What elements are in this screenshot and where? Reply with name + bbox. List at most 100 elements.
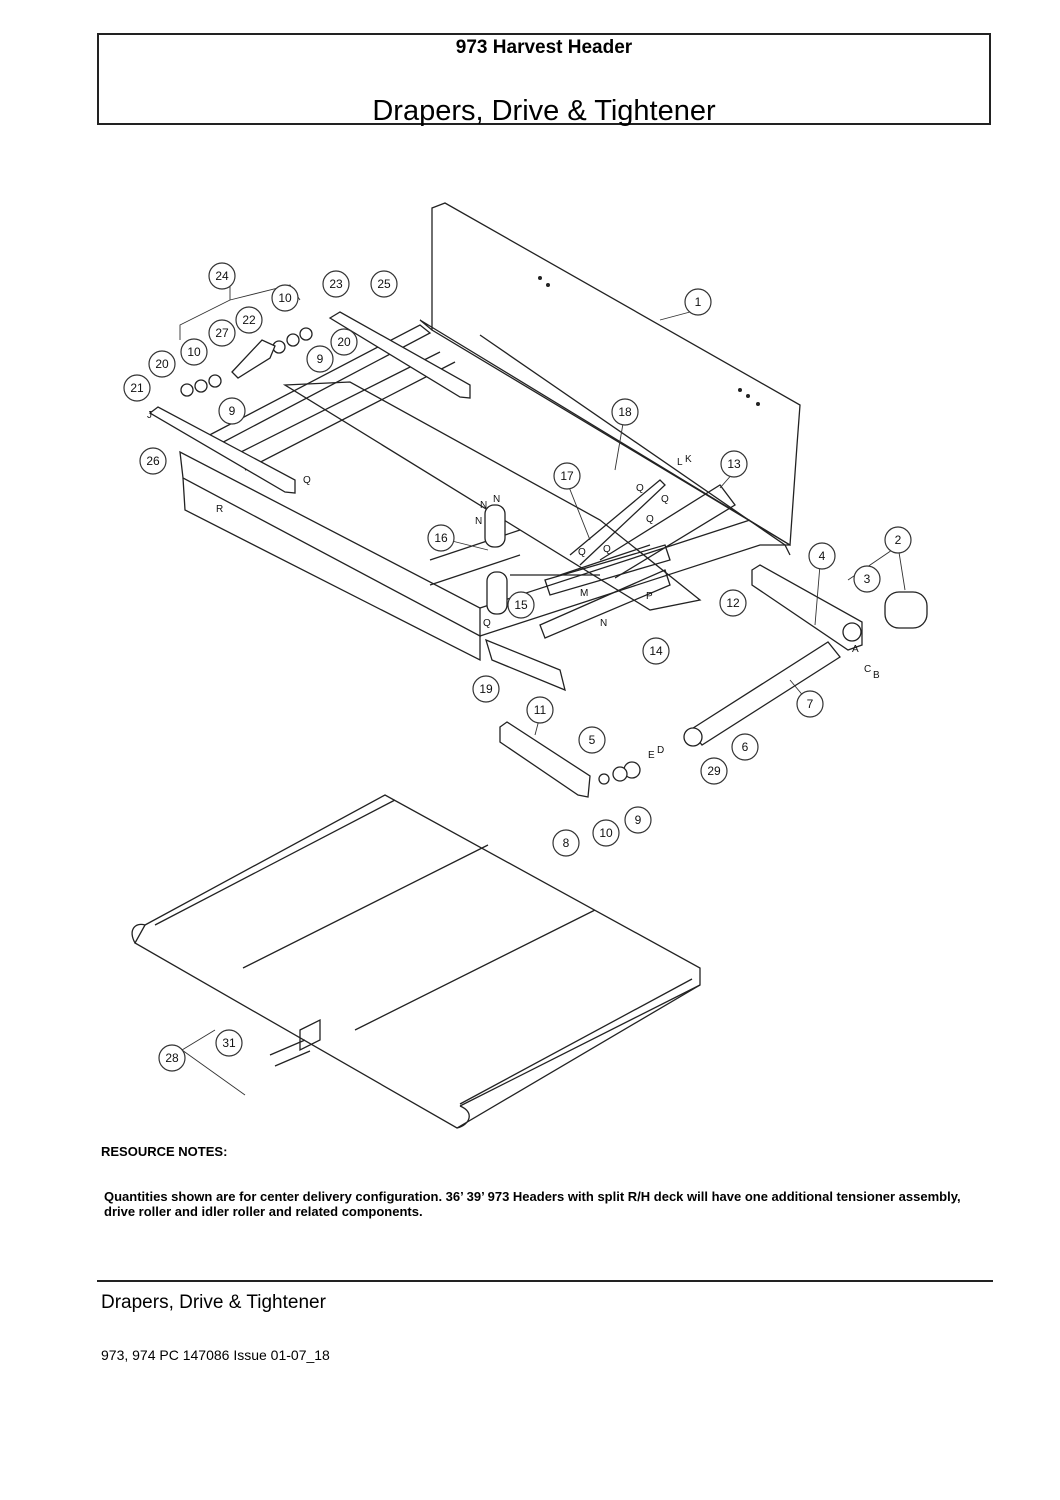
tightener-arm xyxy=(499,721,591,798)
callout-13: 13 xyxy=(720,450,748,478)
callout-8: 8 xyxy=(552,829,580,857)
reference-letters: A B C D E J K L M N N N N P Q Q Q Q Q Q … xyxy=(147,410,880,761)
spindle xyxy=(231,339,276,379)
letter-P: P xyxy=(646,591,653,602)
svg-text:1: 1 xyxy=(695,295,702,309)
letter-K: K xyxy=(685,454,692,465)
callout-22: 22 xyxy=(235,306,263,334)
svg-text:19: 19 xyxy=(479,682,493,696)
svg-text:3: 3 xyxy=(864,572,871,586)
callout-4: 4 xyxy=(808,542,836,570)
callout-9b: 9 xyxy=(306,345,334,373)
letter-C: C xyxy=(864,664,871,675)
callout-29: 29 xyxy=(700,757,728,785)
letter-E: E xyxy=(648,750,655,761)
svg-text:20: 20 xyxy=(155,357,169,371)
svg-text:10: 10 xyxy=(278,291,292,305)
letter-N3: N xyxy=(475,516,482,527)
title-box: 973 Harvest Header Drapers, Drive & Tigh… xyxy=(97,33,991,127)
svg-text:12: 12 xyxy=(726,596,740,610)
letter-J: J xyxy=(147,410,152,421)
letter-L: L xyxy=(677,457,683,468)
callout-20b: 20 xyxy=(148,350,176,378)
svg-text:21: 21 xyxy=(130,381,144,395)
callout-10b: 10 xyxy=(271,284,299,312)
callout-6: 6 xyxy=(731,733,759,761)
callout-24: 24 xyxy=(208,262,236,290)
letter-A: A xyxy=(852,644,859,655)
callout-9: 9 xyxy=(624,806,652,834)
footer-doc-id: 973, 974 PC 147086 Issue 01-07_18 xyxy=(101,1347,330,1363)
notes-heading: RESOURCE NOTES: xyxy=(101,1144,228,1159)
svg-text:7: 7 xyxy=(807,697,814,711)
callout-9c: 9 xyxy=(218,397,246,425)
svg-text:5: 5 xyxy=(589,733,596,747)
svg-text:2: 2 xyxy=(895,533,902,547)
letter-Q2: Q xyxy=(636,483,644,494)
svg-text:29: 29 xyxy=(707,764,721,778)
svg-text:9: 9 xyxy=(635,813,642,827)
letter-Q4: Q xyxy=(646,514,654,525)
slotted-bar xyxy=(328,311,471,399)
draper-belt xyxy=(131,794,701,1129)
footer-divider xyxy=(97,1280,993,1282)
callouts: 1 2 3 4 5 6 7 8 9 9 9 10 10 10 11 12 13 … xyxy=(123,262,912,1072)
callout-20: 20 xyxy=(330,328,358,356)
cylinder-lower xyxy=(486,571,508,615)
callout-2: 2 xyxy=(884,526,912,554)
callout-3: 3 xyxy=(853,565,881,593)
letter-Q7: Q xyxy=(483,618,491,629)
washer xyxy=(598,773,610,785)
deck-frame xyxy=(179,324,791,692)
svg-text:4: 4 xyxy=(819,549,826,563)
svg-text:20: 20 xyxy=(337,335,351,349)
svg-text:31: 31 xyxy=(222,1036,236,1050)
svg-text:16: 16 xyxy=(434,531,448,545)
svg-text:23: 23 xyxy=(329,277,343,291)
svg-text:22: 22 xyxy=(242,313,256,327)
svg-text:15: 15 xyxy=(514,598,528,612)
drive-motor xyxy=(884,591,928,629)
bearing-seal xyxy=(612,766,628,782)
cylinder-upper xyxy=(484,504,506,548)
svg-text:14: 14 xyxy=(649,644,663,658)
svg-text:25: 25 xyxy=(377,277,391,291)
letter-B: B xyxy=(873,670,880,681)
callout-14: 14 xyxy=(642,637,670,665)
svg-text:10: 10 xyxy=(187,345,201,359)
page-title: Drapers, Drive & Tightener xyxy=(372,95,716,127)
header-model: 973 Harvest Header xyxy=(455,37,633,58)
callout-7: 7 xyxy=(796,690,824,718)
tensioner-linkage xyxy=(510,479,736,579)
letter-N: N xyxy=(493,494,500,505)
letter-Q3: Q xyxy=(661,494,669,505)
drive-bracket xyxy=(751,564,863,651)
svg-text:13: 13 xyxy=(727,457,741,471)
callout-10: 10 xyxy=(592,819,620,847)
svg-text:8: 8 xyxy=(563,836,570,850)
svg-text:24: 24 xyxy=(215,269,229,283)
callout-26: 26 xyxy=(139,447,167,475)
svg-text:17: 17 xyxy=(560,469,574,483)
letter-M: M xyxy=(580,588,588,599)
callout-31: 31 xyxy=(215,1029,243,1057)
svg-text:18: 18 xyxy=(618,405,632,419)
callout-11: 11 xyxy=(526,696,554,724)
letter-Q5: Q xyxy=(578,547,586,558)
back-panel xyxy=(419,202,801,547)
footer-title: Drapers, Drive & Tightener xyxy=(101,1292,326,1313)
callout-12: 12 xyxy=(719,589,747,617)
callout-10c: 10 xyxy=(180,338,208,366)
svg-text:27: 27 xyxy=(215,326,229,340)
callout-17: 17 xyxy=(553,462,581,490)
parts-diagram: 1 2 3 4 5 6 7 8 9 9 9 10 10 10 11 12 13 … xyxy=(123,202,928,1129)
letter-Q6: Q xyxy=(603,544,611,555)
callout-21: 21 xyxy=(123,374,151,402)
svg-text:10: 10 xyxy=(599,826,613,840)
letter-N2: N xyxy=(480,500,487,511)
svg-text:28: 28 xyxy=(165,1051,179,1065)
callout-5: 5 xyxy=(578,726,606,754)
callout-19: 19 xyxy=(472,675,500,703)
letter-D: D xyxy=(657,745,664,756)
side-bar xyxy=(148,406,296,494)
